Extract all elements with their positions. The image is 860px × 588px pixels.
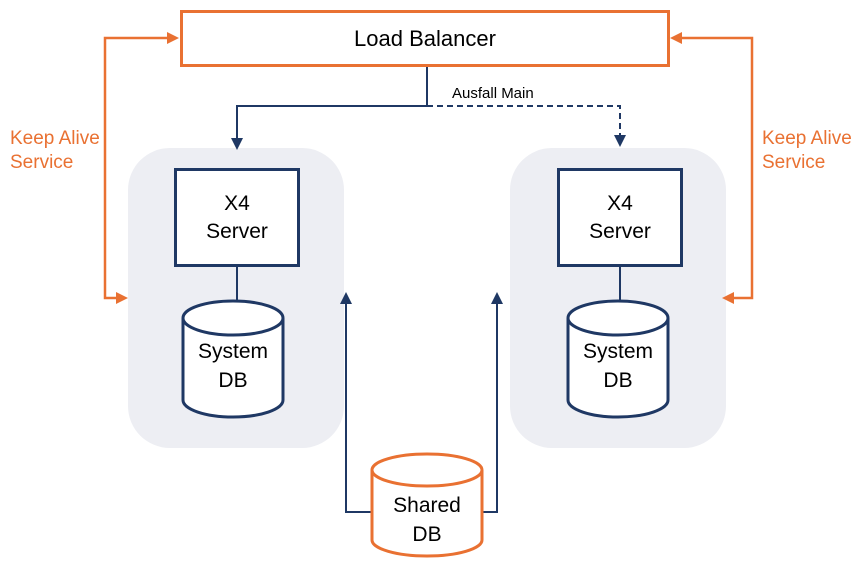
connector-lb-to-left-server [231,67,428,150]
load-balancer-node: Load Balancer [180,10,670,67]
load-balancer-label: Load Balancer [354,25,496,51]
keep-alive-connector-right [670,32,754,304]
ausfall-main-label: Ausfall Main [452,85,534,102]
shared-db-label: Shared DB [393,494,461,546]
connector-shared-db-to-right-cluster [482,292,503,513]
right-system-db-label: System DB [582,340,653,392]
left-system-db-cylinder [181,299,285,419]
right-x4-server-node: X4 Server [557,168,683,267]
connector-shared-db-to-left-cluster [340,292,372,513]
right-system-db-cylinder [566,299,670,419]
connector-lb-to-right-server-dashed [427,105,626,147]
keep-alive-service-label-right: Keep Alive Service [762,128,852,173]
left-system-db-label: System DB [197,340,268,392]
keep-alive-connector-left [103,32,179,304]
left-x4-server-node: X4 Server [174,168,300,267]
right-x4-server-label: X4 Server [589,191,651,243]
shared-db-cylinder [370,452,484,558]
keep-alive-service-label-left: Keep Alive Service [10,128,100,173]
left-x4-server-label: X4 Server [206,191,268,243]
